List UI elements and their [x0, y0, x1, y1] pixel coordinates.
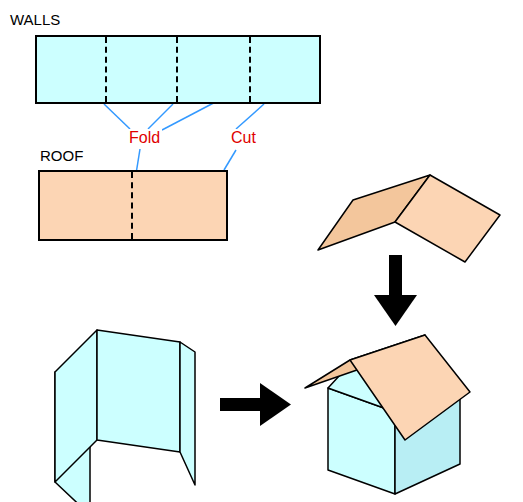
part-heading: ROOF	[40, 147, 226, 165]
folded-roof	[318, 175, 500, 262]
right-arrow	[220, 383, 291, 426]
down-arrow	[374, 255, 417, 326]
assembled-house	[305, 335, 470, 494]
fold-line	[249, 37, 251, 102]
fold-line	[105, 37, 107, 102]
paper-strip: WALLS	[35, 35, 321, 104]
paper-strip: ROOF	[38, 170, 228, 241]
callout-label: Cut	[229, 129, 258, 147]
fold-line	[176, 37, 178, 102]
callout-label: Fold	[127, 129, 162, 147]
fold-line	[131, 172, 133, 239]
part-heading: WALLS	[10, 11, 292, 29]
folded-walls	[55, 330, 195, 502]
